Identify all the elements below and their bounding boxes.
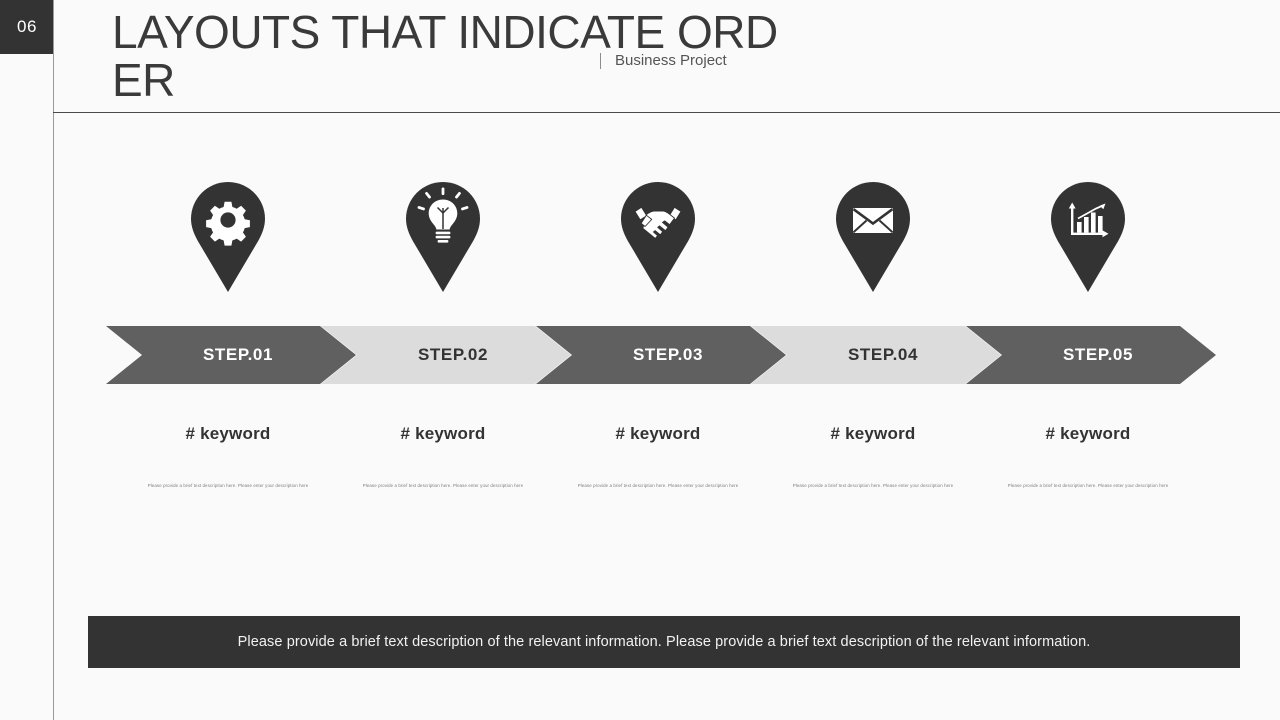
footer-banner: Please provide a brief text description … xyxy=(88,616,1240,668)
lightbulb-icon xyxy=(406,182,480,292)
step-keyword-5: # keyword xyxy=(1045,424,1131,443)
step-chevron-3[interactable]: STEP.03 xyxy=(536,326,786,384)
pin-marker-2[interactable] xyxy=(402,182,484,292)
step-chevron-4-label: STEP.04 xyxy=(847,345,919,364)
step-description-1: Please provide a brief text description … xyxy=(147,483,309,488)
step-column-2: # keyword Please provide a brief text de… xyxy=(318,424,568,489)
header-divider xyxy=(53,112,1280,113)
gear-icon xyxy=(191,182,265,292)
step-description-4: Please provide a brief text description … xyxy=(792,483,954,488)
step-keyword-2: # keyword xyxy=(400,424,486,443)
step-description-5: Please provide a brief text description … xyxy=(1007,483,1169,488)
pin-marker-3[interactable] xyxy=(617,182,699,292)
page-title: LAYOUTS THAT INDICATE ORDER xyxy=(112,6,778,106)
step-description-2: Please provide a brief text description … xyxy=(362,483,524,488)
step-keyword-3: # keyword xyxy=(615,424,701,443)
step-chevron-band: STEP.01 STEP.02 STEP.03 STEP.04 STEP.05 xyxy=(106,326,1212,384)
step-chevron-1-label: STEP.01 xyxy=(202,345,274,364)
step-chevron-3-label: STEP.03 xyxy=(632,345,704,364)
footer-text: Please provide a brief text description … xyxy=(237,634,1091,650)
page-number-badge: 06 xyxy=(0,0,54,54)
left-rail-divider xyxy=(53,0,54,720)
subtitle-group: Business Project xyxy=(600,52,727,69)
step-chevron-1[interactable]: STEP.01 xyxy=(106,326,356,384)
step-keyword-4: # keyword xyxy=(830,424,916,443)
step-chevron-2-label: STEP.02 xyxy=(417,345,489,364)
step-chevron-2[interactable]: STEP.02 xyxy=(321,326,571,384)
subtitle-divider-icon xyxy=(600,52,601,69)
step-description-3: Please provide a brief text description … xyxy=(577,483,739,488)
step-keyword-1: # keyword xyxy=(185,424,271,443)
bar-chart-icon xyxy=(1051,182,1125,292)
step-column-4: # keyword Please provide a brief text de… xyxy=(748,424,998,489)
step-chevron-5-label: STEP.05 xyxy=(1062,345,1134,364)
handshake-icon xyxy=(621,182,695,292)
envelope-icon xyxy=(836,182,910,292)
pin-marker-5[interactable] xyxy=(1047,182,1129,292)
subtitle-text: Business Project xyxy=(615,52,727,69)
step-column-5: # keyword Please provide a brief text de… xyxy=(963,424,1213,489)
step-chevron-4[interactable]: STEP.04 xyxy=(751,326,1001,384)
pin-marker-1[interactable] xyxy=(187,182,269,292)
pin-marker-4[interactable] xyxy=(832,182,914,292)
step-column-3: # keyword Please provide a brief text de… xyxy=(533,424,783,489)
step-column-1: # keyword Please provide a brief text de… xyxy=(103,424,353,489)
step-chevron-5[interactable]: STEP.05 xyxy=(966,326,1216,384)
